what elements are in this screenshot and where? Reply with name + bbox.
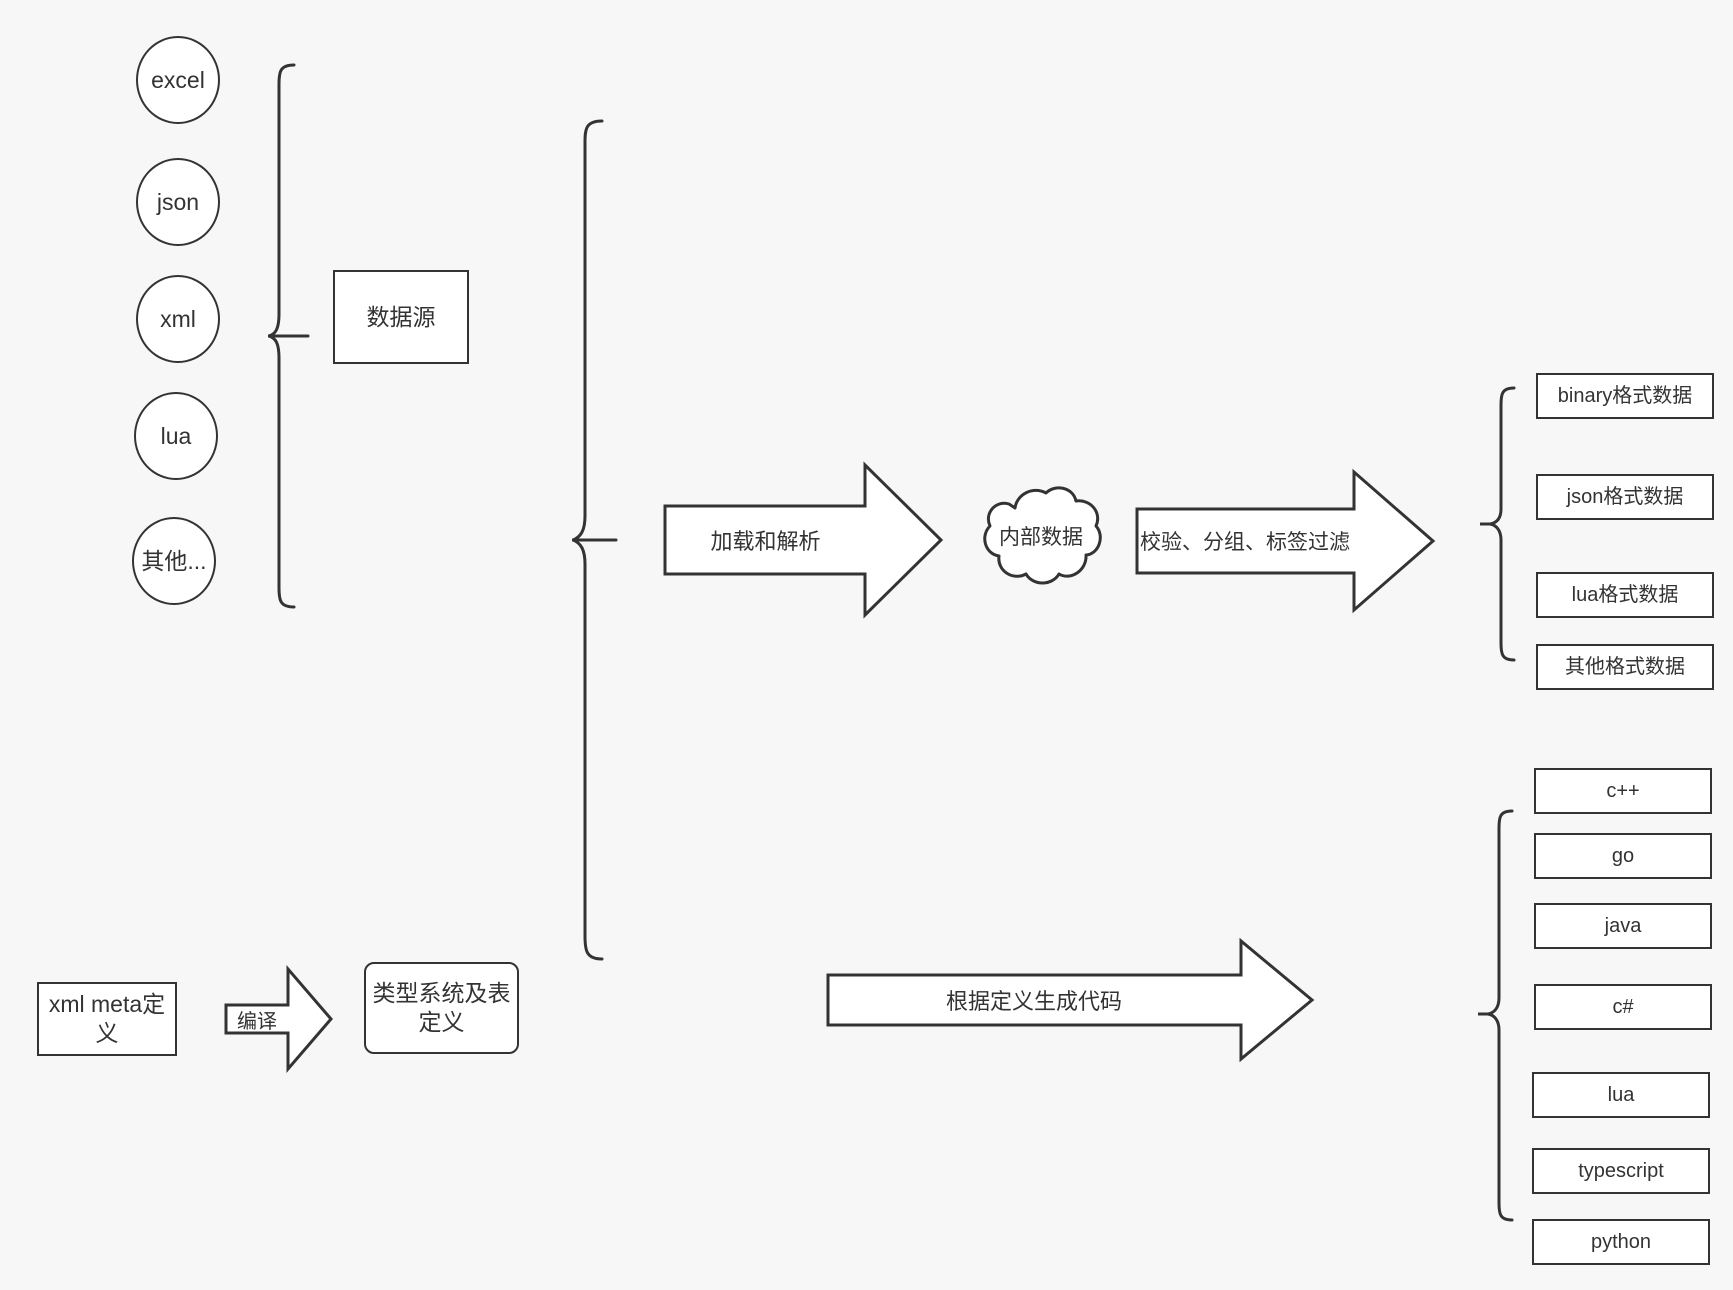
source-node-lua[interactable]: lua <box>134 392 218 480</box>
data-source-box-label: 数据源 <box>366 303 436 330</box>
output-language-label: typescript <box>1578 1159 1664 1182</box>
codegen-arrow[interactable] <box>826 937 1315 1063</box>
output-language-box-go[interactable]: go <box>1534 833 1712 879</box>
output-language-box-cpp[interactable]: c++ <box>1534 768 1712 814</box>
output-language-box-csharp[interactable]: c# <box>1534 984 1712 1030</box>
pipeline-input-brace <box>572 119 618 961</box>
output-language-label: c# <box>1612 995 1634 1018</box>
output-format-box-other[interactable]: 其他格式数据 <box>1536 644 1714 690</box>
output-language-box-python[interactable]: python <box>1532 1219 1710 1265</box>
source-node-label: json <box>156 188 200 215</box>
output-language-label: java <box>1604 914 1642 937</box>
output-format-box-binary[interactable]: binary格式数据 <box>1536 373 1714 419</box>
output-format-label: json格式数据 <box>1566 485 1684 508</box>
output-language-box-typescript[interactable]: typescript <box>1532 1148 1710 1194</box>
output-language-label: c++ <box>1606 779 1640 802</box>
xml-meta-definition-box[interactable]: xml meta定义 <box>37 982 177 1056</box>
output-language-label: python <box>1590 1230 1652 1253</box>
source-node-label: 其他... <box>141 547 207 574</box>
source-node-label: excel <box>151 66 205 93</box>
source-node-other[interactable]: 其他... <box>132 517 216 605</box>
output-format-label: lua格式数据 <box>1571 583 1679 606</box>
output-format-box-json[interactable]: json格式数据 <box>1536 474 1714 520</box>
output-language-label: go <box>1611 844 1635 867</box>
internal-data-cloud[interactable] <box>979 484 1103 588</box>
output-language-box-lua[interactable]: lua <box>1532 1072 1710 1118</box>
source-node-xml[interactable]: xml <box>136 275 220 363</box>
xml-meta-definition-label: xml meta定义 <box>48 991 166 1046</box>
data-source-brace <box>268 63 310 609</box>
data-source-box[interactable]: 数据源 <box>333 270 469 364</box>
output-format-label: 其他格式数据 <box>1565 655 1685 678</box>
source-node-json[interactable]: json <box>136 158 220 246</box>
output-language-label: lua <box>1607 1083 1635 1106</box>
type-system-label: 类型系统及表 定义 <box>372 980 511 1035</box>
output-format-label: binary格式数据 <box>1557 384 1693 407</box>
source-node-label: lua <box>160 422 192 449</box>
type-system-box[interactable]: 类型系统及表 定义 <box>364 962 519 1054</box>
output-format-box-lua[interactable]: lua格式数据 <box>1536 572 1714 618</box>
output-language-box-java[interactable]: java <box>1534 903 1712 949</box>
validate-group-filter-arrow[interactable] <box>1135 468 1436 614</box>
data-format-brace <box>1480 386 1516 662</box>
load-and-parse-arrow[interactable] <box>663 461 944 619</box>
language-brace <box>1478 809 1514 1222</box>
source-node-label: xml <box>160 305 196 332</box>
source-node-excel[interactable]: excel <box>136 36 220 124</box>
compile-arrow[interactable] <box>224 964 334 1074</box>
